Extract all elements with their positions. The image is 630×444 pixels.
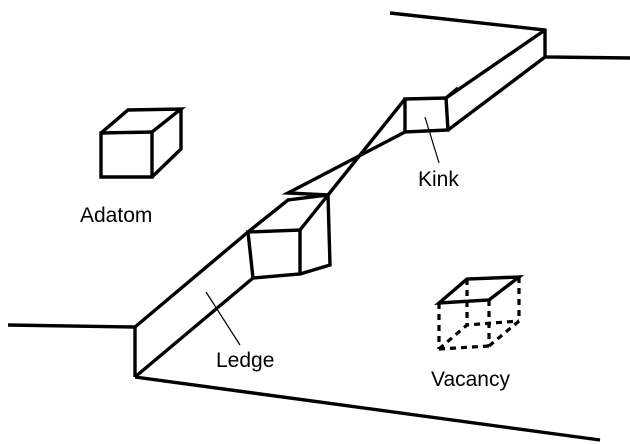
upper-terrace-edge [389,11,630,60]
vacancy-label: Vacancy [431,368,510,391]
ledge-leader-line [205,291,241,346]
vacancy-cube [434,275,525,351]
adatom-label: Adatom [80,204,152,227]
upper-kink-block [403,86,460,134]
kink-leader-line [424,116,440,164]
adatom-cube [99,107,186,179]
step-ledge [133,28,547,379]
kink-label: Kink [418,168,459,191]
lower-terrace-edge [7,323,601,442]
lower-kink-block [246,192,332,280]
ledge-label: Ledge [216,349,274,372]
